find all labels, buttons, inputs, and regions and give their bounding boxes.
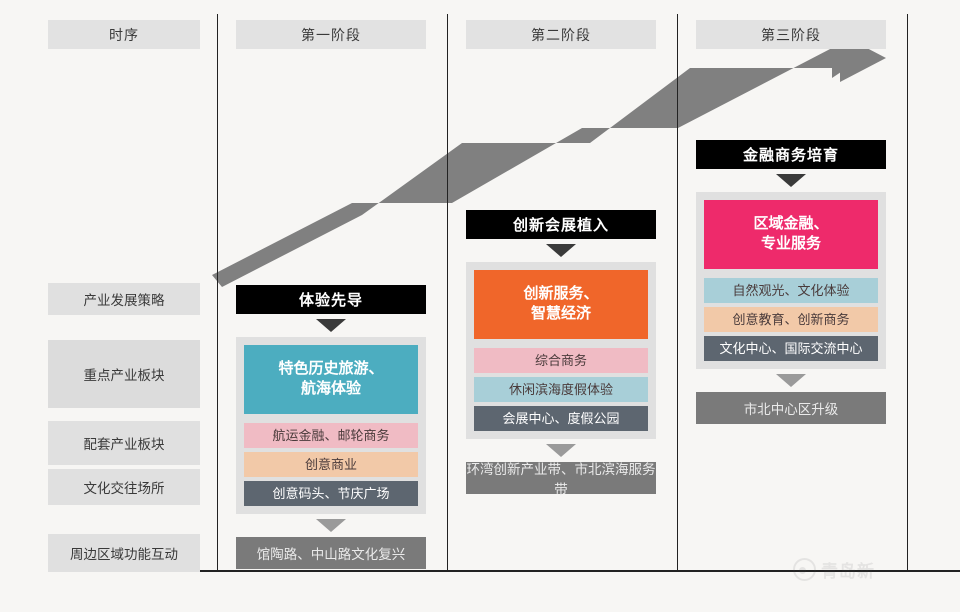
header-timeline: 时序 <box>48 20 200 49</box>
phase-title-3: 金融商务培育 <box>696 140 886 169</box>
down-arrow-icon-footer-1 <box>316 518 346 532</box>
phase-title-2: 创新会展植入 <box>466 210 656 239</box>
header-phase-2: 第二阶段 <box>466 20 656 49</box>
phase-column-1: 体验先导 特色历史旅游、航海体验 航运金融、邮轮商务 创意商业 创意码头、节庆广… <box>236 285 426 569</box>
row-label-regional-interaction: 周边区域功能互动 <box>48 534 200 572</box>
phase-lead-box-2: 创新服务、智慧经济 <box>474 270 648 339</box>
down-arrow-icon-2 <box>546 244 576 257</box>
down-arrow-icon-3 <box>776 174 806 187</box>
phase-stack-2: 创新服务、智慧经济 综合商务 休闲滨海度假体验 会展中心、度假公园 <box>466 262 656 439</box>
phase-stack-1: 特色历史旅游、航海体验 航运金融、邮轮商务 创意商业 创意码头、节庆广场 <box>236 337 426 514</box>
divider-phase-1 <box>217 14 218 571</box>
phase-footer-3: 市北中心区升级 <box>696 391 886 424</box>
divider-right-edge <box>907 14 908 571</box>
divider-bottom <box>75 570 960 572</box>
phase-footer-1: 馆陶路、中山路文化复兴 <box>236 536 426 569</box>
down-arrow-icon-footer-3 <box>776 373 806 387</box>
header-phase-1: 第一阶段 <box>236 20 426 49</box>
divider-phase-2 <box>447 14 448 571</box>
phase-footer-2: 环湾创新产业带、市北滨海服务带 <box>466 461 656 497</box>
row-label-strategy: 产业发展策略 <box>48 283 200 315</box>
phase-sub-box-2-1: 休闲滨海度假体验 <box>474 376 648 402</box>
phase-sub-box-1-1: 创意商业 <box>244 451 418 477</box>
phase-column-3: 金融商务培育 区域金融、专业服务 自然观光、文化体验 创意教育、创新商务 文化中… <box>696 140 886 424</box>
down-arrow-icon-1 <box>316 319 346 332</box>
down-arrow-icon-footer-2 <box>546 443 576 457</box>
row-label-key-industry: 重点产业板块 <box>48 340 200 408</box>
phase-column-2: 创新会展植入 创新服务、智慧经济 综合商务 休闲滨海度假体验 会展中心、度假公园… <box>466 210 656 497</box>
phase-lead-box-1: 特色历史旅游、航海体验 <box>244 345 418 414</box>
phase-sub-box-2-2: 会展中心、度假公园 <box>474 405 648 431</box>
header-phase-3: 第三阶段 <box>696 20 886 49</box>
phase-sub-box-1-0: 航运金融、邮轮商务 <box>244 422 418 448</box>
phase-sub-box-3-1: 创意教育、创新商务 <box>704 306 878 332</box>
phase-stack-3: 区域金融、专业服务 自然观光、文化体验 创意教育、创新商务 文化中心、国际交流中… <box>696 192 886 369</box>
phase-lead-box-3: 区域金融、专业服务 <box>704 200 878 269</box>
phase-title-1: 体验先导 <box>236 285 426 314</box>
row-label-support-industry: 配套产业板块 <box>48 421 200 465</box>
phase-sub-box-2-0: 综合商务 <box>474 347 648 373</box>
divider-phase-3 <box>677 14 678 571</box>
phase-sub-box-3-2: 文化中心、国际交流中心 <box>704 335 878 361</box>
row-label-cultural-venue: 文化交往场所 <box>48 469 200 505</box>
phase-sub-box-1-2: 创意码头、节庆广场 <box>244 480 418 506</box>
phase-sub-box-3-0: 自然观光、文化体验 <box>704 277 878 303</box>
